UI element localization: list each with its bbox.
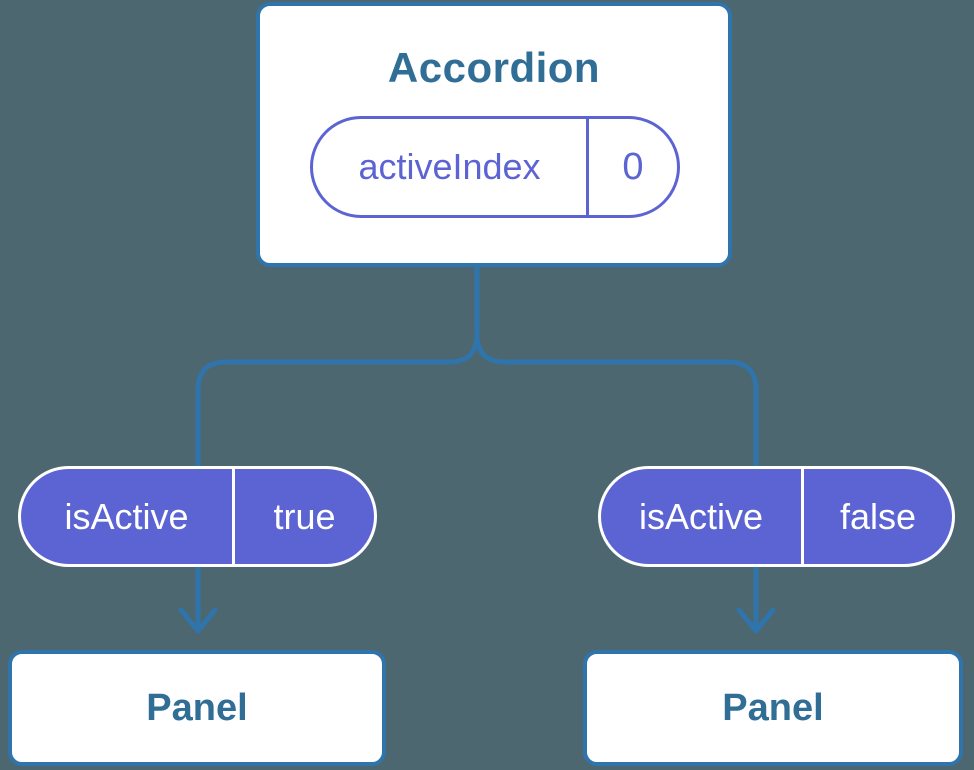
prop-pill-name: isActive xyxy=(21,469,235,564)
state-pill-activeindex: activeIndex 0 xyxy=(310,116,680,218)
prop-pill-isactive-true: isActive true xyxy=(18,466,377,567)
panel-node-box-right: Panel xyxy=(583,650,963,766)
connector-branch-right xyxy=(474,259,759,631)
panel-node-title: Panel xyxy=(146,686,248,729)
connector-branch-left xyxy=(195,259,480,631)
prop-pill-name: isActive xyxy=(601,469,804,564)
panel-node-title: Panel xyxy=(722,686,824,729)
prop-pill-value: false xyxy=(839,495,917,537)
accordion-node-title: Accordion xyxy=(387,44,601,91)
arrow-down-icon xyxy=(736,607,776,634)
state-pill-value: 0 xyxy=(622,145,644,188)
panel-node-box-left: Panel xyxy=(8,650,386,766)
arrow-down-icon xyxy=(178,607,218,634)
prop-pill-isactive-false: isActive false xyxy=(598,466,955,567)
accordion-node-box: Accordion activeIndex 0 xyxy=(256,2,732,267)
state-pill-name: activeIndex xyxy=(313,119,589,215)
prop-pill-value: true xyxy=(273,495,336,537)
